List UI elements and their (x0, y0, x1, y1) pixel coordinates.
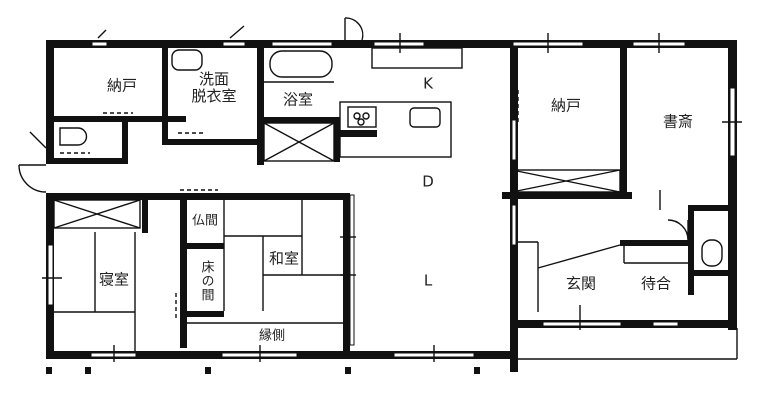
washroom-line1: 洗面 (198, 69, 230, 88)
room-label-tokonoma: 床の間 (198, 260, 214, 302)
room-label-washroom: 洗面 脱衣室 (191, 69, 237, 106)
room-label-waiting: 待合 (640, 274, 672, 293)
room-label-storage-right: 納戸 (550, 96, 582, 115)
room-label-kitchen: K (423, 74, 433, 93)
columns (46, 367, 480, 374)
room-label-storage-left: 納戸 (106, 76, 138, 95)
room-label-bathroom: 浴室 (282, 90, 314, 109)
tatami-lines (54, 200, 738, 360)
room-label-living: L (423, 271, 433, 290)
interior-walls (46, 40, 737, 353)
window-sash-marks (42, 33, 742, 362)
room-label-engawa: 縁側 (258, 328, 286, 344)
room-label-bedroom: 寝室 (98, 270, 130, 289)
room-label-study: 書斎 (662, 112, 694, 131)
closets (53, 122, 621, 229)
washroom-line2: 脱衣室 (191, 87, 237, 105)
room-label-butsuma: 仏間 (191, 213, 219, 229)
room-label-washitsu: 和室 (268, 249, 300, 268)
dashed-lines (60, 90, 519, 320)
room-label-genkan: 玄関 (565, 274, 597, 293)
fixtures (59, 47, 723, 267)
room-label-dining: D (422, 172, 434, 191)
doors[interactable] (18, 17, 689, 241)
exterior-walls (46, 40, 737, 372)
